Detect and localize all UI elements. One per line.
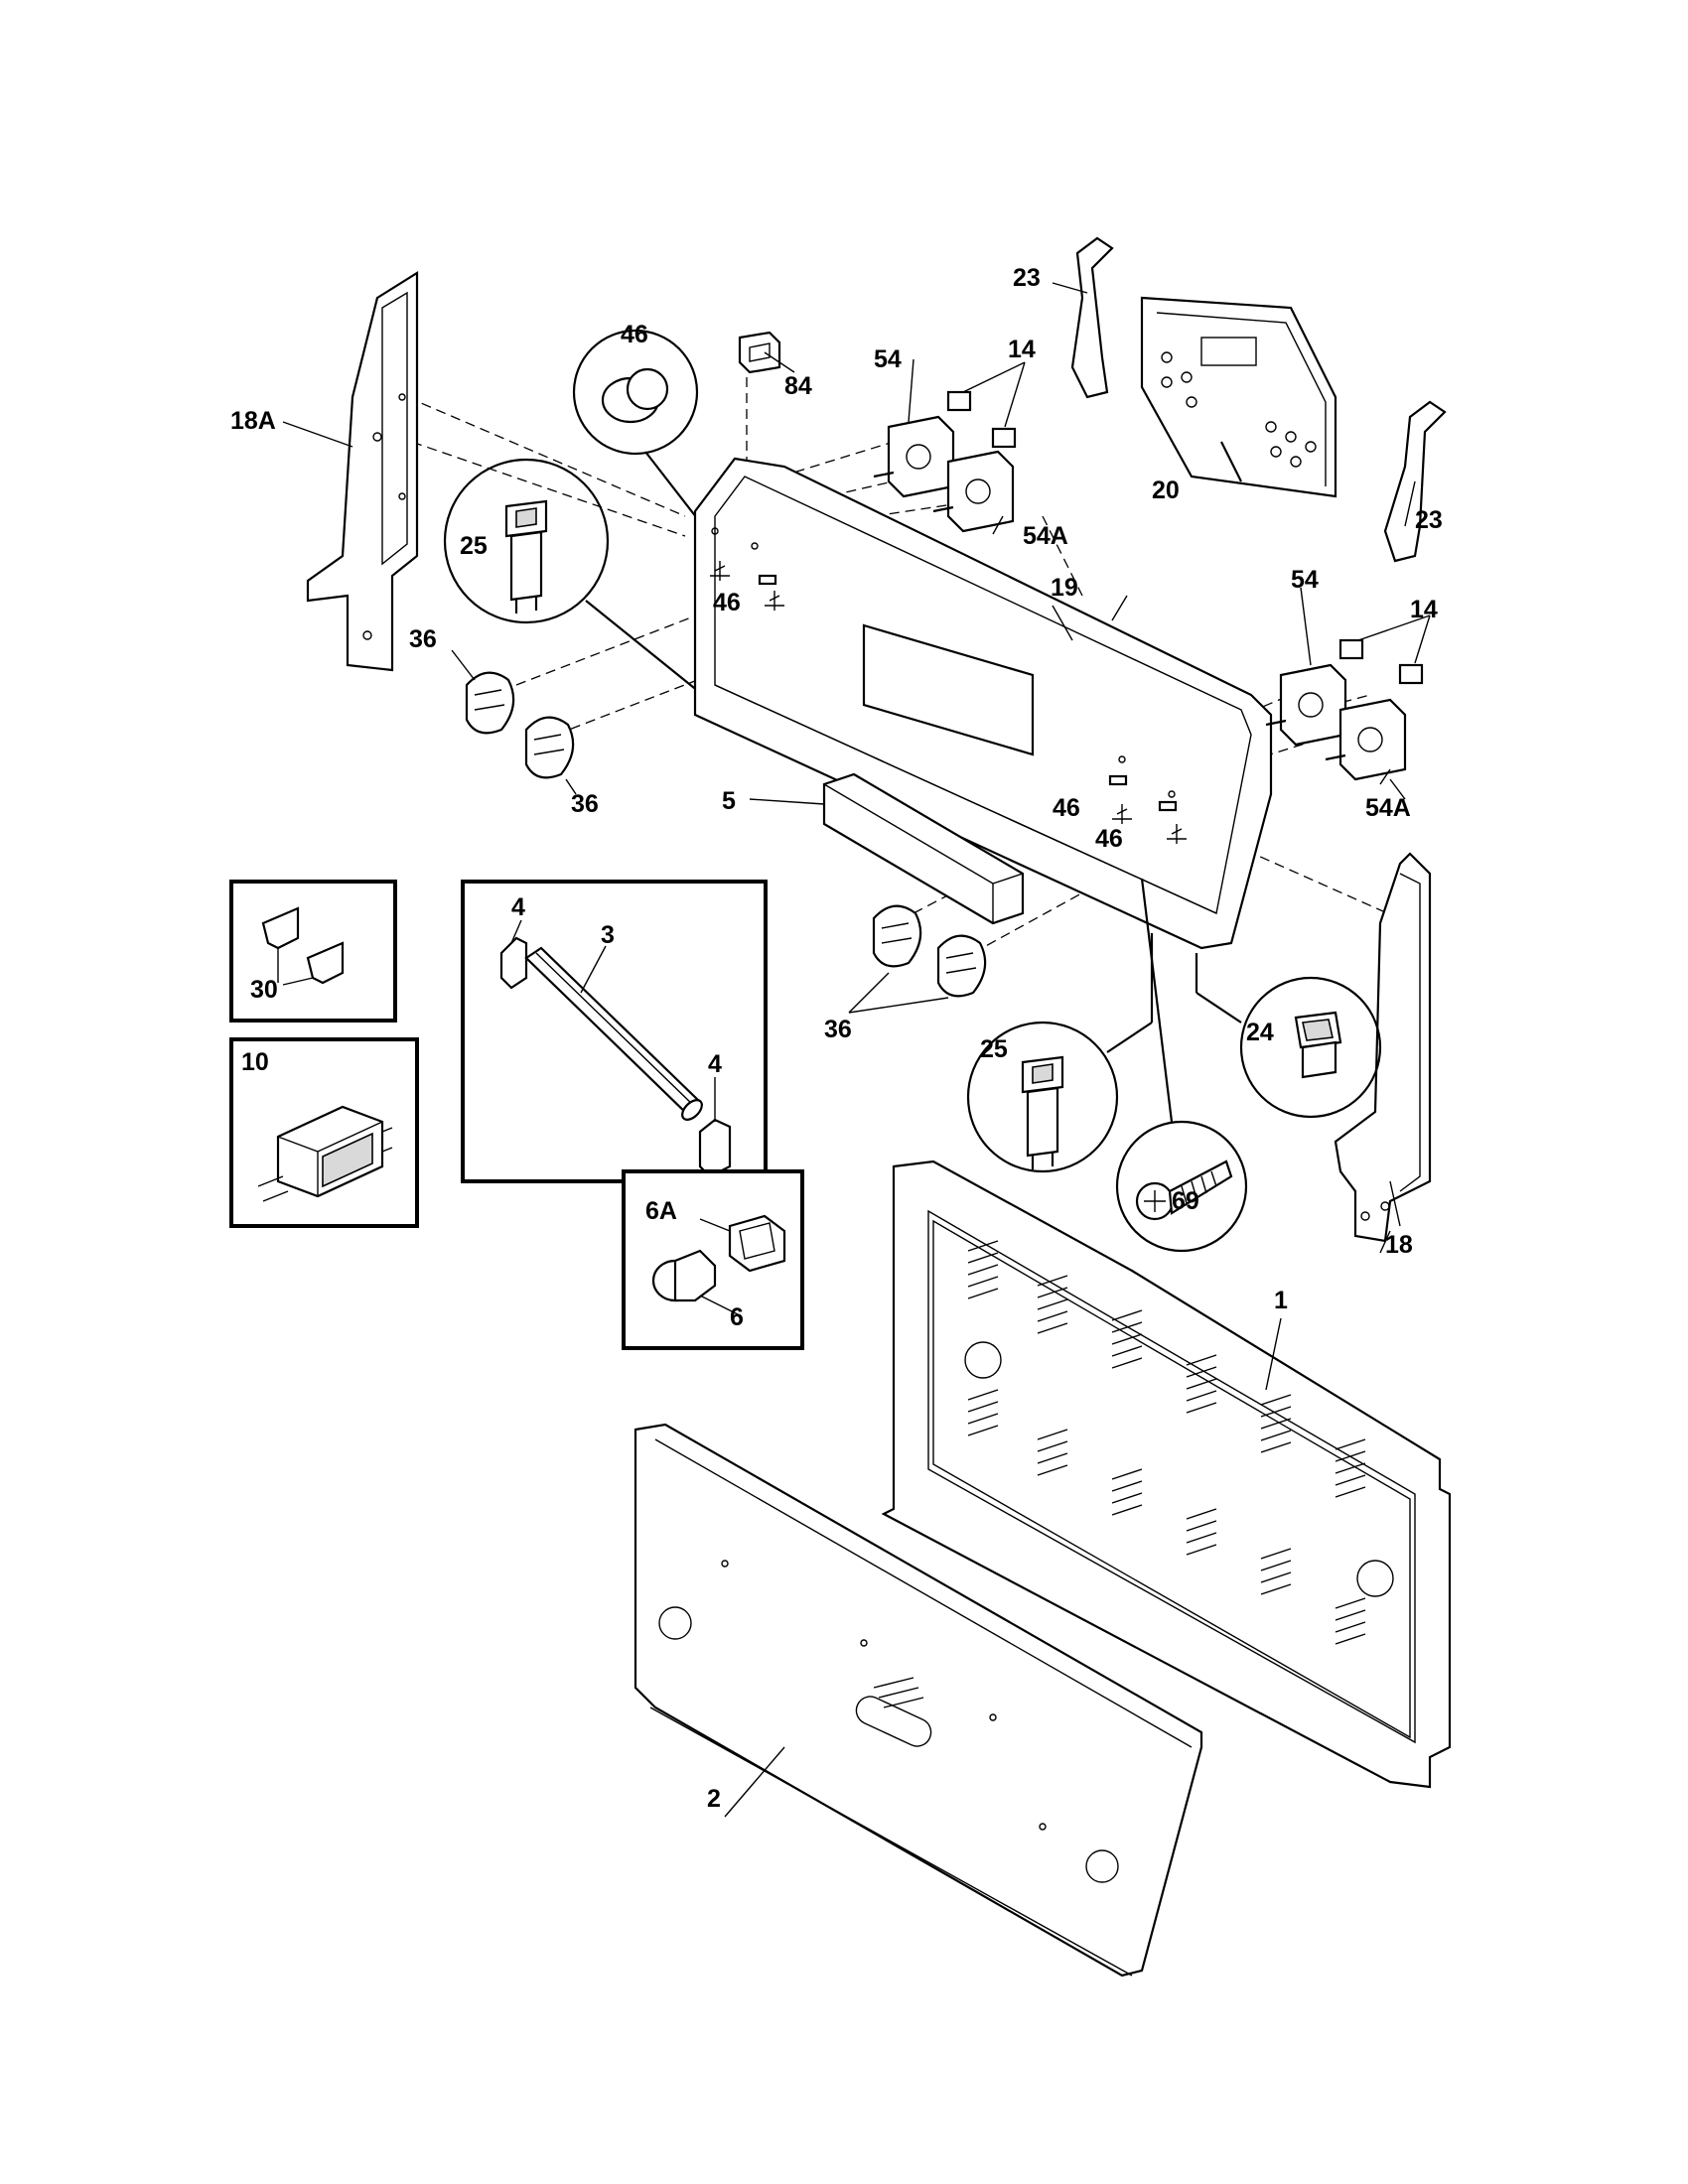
side-bracket-18A xyxy=(306,271,419,672)
rear-panel-louvers xyxy=(967,1240,1366,1645)
lower-panel-2 xyxy=(633,1423,1203,1978)
label-23-right: 23 xyxy=(1415,506,1443,534)
label-20: 20 xyxy=(1152,477,1180,504)
label-1: 1 xyxy=(1274,1287,1288,1314)
label-46-top: 46 xyxy=(621,321,648,348)
label-14-right: 14 xyxy=(1410,596,1438,623)
part-labels: 18A 46 84 54 14 23 20 23 25 54A 46 19 54… xyxy=(230,264,1443,1813)
channel-5 xyxy=(749,772,1025,925)
label-25-left: 25 xyxy=(460,532,488,560)
label-10: 10 xyxy=(241,1048,269,1076)
label-23-top: 23 xyxy=(1013,264,1041,292)
clips-46-panel xyxy=(710,561,1187,844)
label-36-bottom: 36 xyxy=(824,1016,852,1043)
control-panel-19 xyxy=(693,457,1273,950)
label-25-right: 25 xyxy=(980,1035,1008,1063)
label-54A-top: 54A xyxy=(1023,522,1068,550)
inset-box-3-4 xyxy=(461,880,768,1183)
inset-46-button-cap xyxy=(572,329,708,532)
label-30: 30 xyxy=(250,976,278,1004)
label-36-upper-left: 36 xyxy=(409,625,437,653)
terminals-14-top xyxy=(946,361,1026,449)
label-6: 6 xyxy=(730,1303,744,1331)
inset-25-switch-right xyxy=(966,933,1154,1173)
label-4-top: 4 xyxy=(511,893,525,921)
rear-panel-1 xyxy=(881,1160,1452,1789)
label-4-bottom: 4 xyxy=(708,1050,722,1078)
label-54-top: 54 xyxy=(874,345,902,373)
inset-box-6A-6 xyxy=(622,1169,804,1350)
leader-lines xyxy=(282,282,1416,1391)
label-36-lower-left: 36 xyxy=(571,790,599,818)
label-18: 18 xyxy=(1385,1231,1413,1259)
switches-54-top xyxy=(873,415,1015,533)
label-54-right: 54 xyxy=(1291,566,1319,594)
side-bracket-18 xyxy=(1334,852,1432,1243)
label-14-top: 14 xyxy=(1008,336,1036,363)
label-24: 24 xyxy=(1246,1019,1274,1046)
label-84: 84 xyxy=(784,372,812,400)
label-46-left: 46 xyxy=(713,589,741,616)
inset-69-screw xyxy=(1115,878,1248,1253)
inset-box-10 xyxy=(229,1037,419,1228)
knobs-36 xyxy=(451,649,987,1014)
label-46-right: 46 xyxy=(1095,825,1123,853)
terminals-14-right xyxy=(1338,614,1431,685)
clip-84 xyxy=(738,331,781,374)
switches-54-right xyxy=(1265,663,1407,800)
label-3: 3 xyxy=(601,921,615,949)
label-2: 2 xyxy=(707,1785,721,1813)
label-46-center: 46 xyxy=(1053,794,1080,822)
label-54A-right: 54A xyxy=(1365,794,1411,822)
label-5: 5 xyxy=(722,787,736,815)
inset-box-30 xyxy=(229,880,397,1023)
label-19: 19 xyxy=(1051,574,1078,602)
control-board-20 xyxy=(1140,296,1337,498)
label-6A: 6A xyxy=(645,1197,677,1225)
label-69: 69 xyxy=(1172,1187,1199,1215)
inset-25-switch-left xyxy=(443,458,742,726)
label-18A: 18A xyxy=(230,407,276,435)
inset-24-rocker xyxy=(1195,953,1382,1119)
